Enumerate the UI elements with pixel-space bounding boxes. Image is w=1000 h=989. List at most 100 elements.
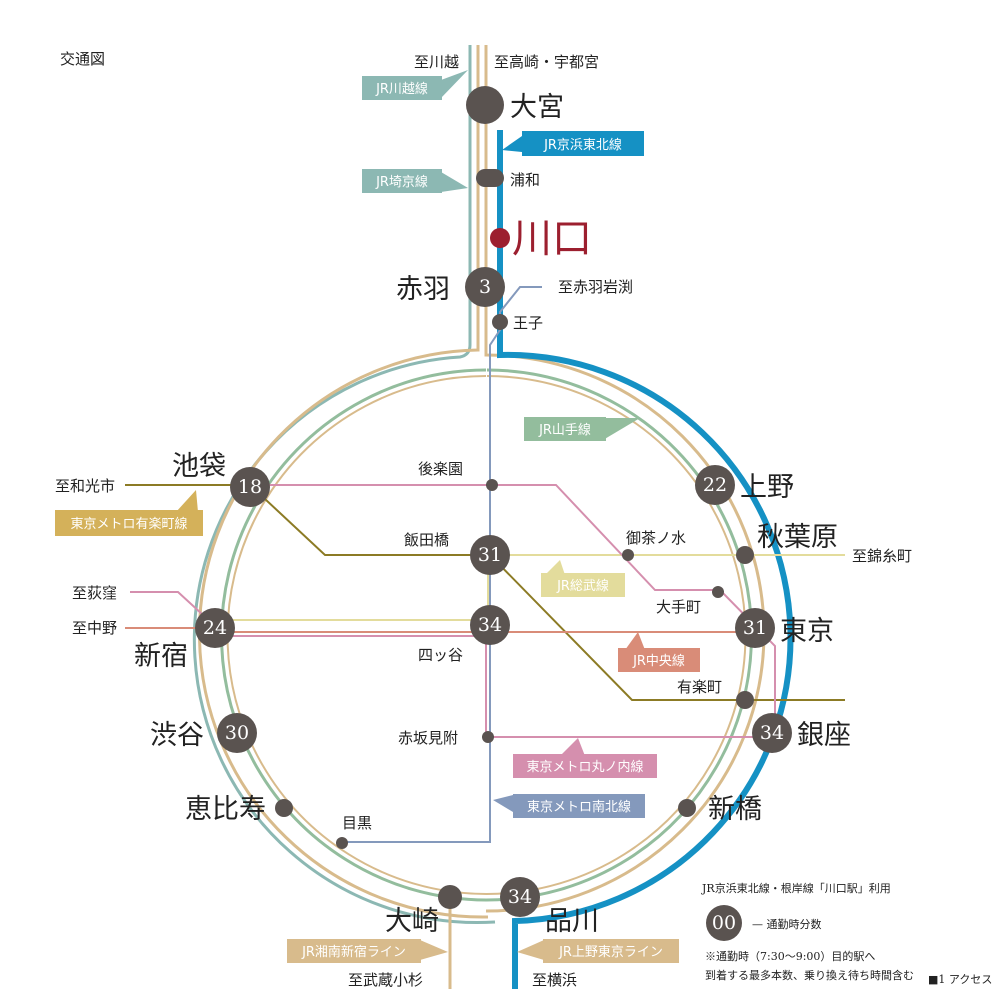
- station-shibuya: [217, 713, 257, 753]
- lines-sobu-label: JR総武線: [556, 578, 609, 594]
- stations-ueno-label: 上野: [740, 472, 794, 503]
- minutes-ikebukuro-label: 18: [238, 476, 262, 498]
- minutes-ueno-label: 22: [703, 474, 727, 496]
- direction-labels: 至川越 至高崎・宇都宮 至赤羽岩渕 至和光市 至錦糸町 至荻窪 至中野 至武蔵小…: [55, 53, 912, 989]
- station-shinagawa: [500, 877, 540, 917]
- callout-shonan: [287, 939, 421, 963]
- lines-kawagoe-label: JR川越線: [375, 81, 428, 97]
- line-keihin: [497, 130, 794, 989]
- stations-meguro-label: 目黒: [342, 814, 372, 832]
- stations-akihabara-label: 秋葉原: [757, 522, 838, 553]
- stations-oji-label: 王子: [513, 314, 543, 332]
- station-ginza: [752, 713, 792, 753]
- minutes-yotsuya-label: 34: [478, 614, 502, 636]
- lines-yurakucho-label: 東京メトロ有楽町線: [70, 516, 187, 532]
- station-shimbashi: [678, 799, 696, 817]
- stations-kawaguchi-label: 川口: [512, 216, 592, 262]
- legend-note1-label: ※通勤時（7:30～9:00）目的駅へ: [705, 949, 875, 963]
- station-osaki: [438, 885, 462, 909]
- station-ochanomizu: [622, 549, 634, 561]
- legend-access-label: ■1 アクセス: [928, 973, 992, 986]
- legend-note2-label: 到着する最多本数、乗り換え待ち時間含む: [705, 968, 914, 982]
- callout-chuo: [618, 648, 700, 672]
- lines-ueno-tokyo-label: JR上野東京ライン: [558, 944, 663, 960]
- minutes-shinagawa-label: 34: [508, 886, 532, 908]
- minutes-shibuya-label: 30: [225, 722, 249, 744]
- callout-marunouchi: [513, 754, 657, 778]
- directions-wakoshi-label: 至和光市: [55, 477, 115, 495]
- stations-omiya-label: 大宮: [510, 92, 564, 123]
- station-ueno: [695, 465, 735, 505]
- lines-keihin-label: JR京浜東北線: [543, 137, 622, 153]
- legend: JR京浜東北線・根岸線「川口駅」利用 00 — 通勤時分数 ※通勤時（7:30～…: [701, 881, 992, 986]
- minutes-shinjuku-label: 24: [203, 617, 227, 639]
- stations-akabane-label: 赤羽: [396, 274, 450, 305]
- legend-sample-icon: [706, 905, 742, 941]
- map-title: 交通図: [60, 50, 105, 68]
- lines-saikyo-label: JR埼京線: [375, 174, 428, 190]
- stations-otemachi-label: 大手町: [656, 598, 701, 616]
- stations-tokyo-label: 東京: [780, 616, 834, 647]
- stations-iidabashi-label: 飯田橋: [404, 531, 449, 549]
- stations-shinagawa-label: 品川: [545, 906, 599, 937]
- lines-chuo-label: JR中央線: [632, 653, 685, 669]
- callout-keihin: [522, 131, 644, 156]
- station-korakuen: [486, 479, 498, 491]
- line-callouts: JR川越線 JR京浜東北線 JR埼京線 JR山手線 東京メトロ有楽町線 JR総武…: [55, 70, 700, 963]
- directions-kinshicho-label: 至錦糸町: [852, 547, 912, 565]
- stations-ikebukuro-label: 池袋: [172, 451, 226, 482]
- callout-sobu: [541, 573, 625, 597]
- legend-sample-label-label: — 通勤時分数: [752, 918, 822, 931]
- station-iidabashi: [470, 535, 510, 575]
- station-meguro: [336, 837, 348, 849]
- directions-kawagoe-label: 至川越: [414, 53, 459, 71]
- directions-nakano-label: 至中野: [72, 619, 117, 637]
- minutes-tokyo-label: 31: [743, 617, 767, 639]
- directions-musashikosugi-label: 至武蔵小杉: [348, 971, 423, 989]
- stations-shinjuku-label: 新宿: [134, 641, 188, 672]
- lines-namboku-label: 東京メトロ南北線: [527, 799, 631, 815]
- stations-yurakucho-label: 有楽町: [677, 678, 722, 696]
- station-akasakamitsuke: [482, 731, 494, 743]
- stations: 大宮 浦和 川口 3 赤羽 王子 18 池袋 後楽園 31 飯田橋 御茶ノ水 22 上野…: [134, 86, 851, 937]
- station-tokyo: [735, 608, 775, 648]
- callout-saikyo: [362, 169, 442, 193]
- station-omiya: [466, 86, 504, 124]
- callout-ueno-tokyo: [543, 939, 679, 963]
- directions-ogikubo-label: 至荻窪: [72, 584, 117, 602]
- station-urawa: [476, 169, 504, 187]
- directions-takasaki-label: 至高崎・宇都宮: [494, 53, 599, 71]
- directions-yokohama-label: 至横浜: [532, 971, 577, 989]
- callout-yamanote: [524, 417, 606, 441]
- stations-akasakamitsuke-label: 赤坂見附: [398, 729, 458, 747]
- station-kawaguchi: [490, 228, 510, 248]
- line-saikyo: [192, 45, 496, 925]
- station-akabane: [465, 267, 505, 307]
- stations-ginza-label: 銀座: [797, 720, 851, 751]
- stations-shibuya-label: 渋谷: [150, 720, 204, 751]
- callout-yurakucho: [55, 510, 203, 536]
- station-ebisu: [275, 799, 293, 817]
- stations-ochanomizu-label: 御茶ノ水: [626, 529, 686, 547]
- lines-yamanote-label: JR山手線: [538, 422, 591, 438]
- minutes-akabane-label: 3: [479, 276, 491, 298]
- legend-sample-label: 00: [712, 912, 736, 934]
- line-yurakucho: [125, 484, 845, 701]
- station-shinjuku: [195, 608, 235, 648]
- station-otemachi: [712, 586, 724, 598]
- station-akihabara: [736, 546, 754, 564]
- station-oji: [492, 314, 508, 330]
- lines-marunouchi-label: 東京メトロ丸ノ内線: [526, 759, 643, 775]
- minutes-ginza-label: 34: [760, 722, 784, 744]
- stations-ebisu-label: 恵比寿: [185, 794, 266, 825]
- directions-akabane-iwabuchi-label: 至赤羽岩渕: [558, 278, 633, 296]
- stations-urawa-label: 浦和: [510, 171, 540, 189]
- station-ikebukuro: [230, 467, 270, 507]
- callout-namboku: [513, 794, 645, 818]
- stations-yotsuya-label: 四ッ谷: [418, 646, 463, 664]
- stations-korakuen-label: 後楽園: [418, 460, 463, 478]
- lines-shonan-label: JR湘南新宿ライン: [301, 944, 406, 960]
- station-yotsuya: [470, 605, 510, 645]
- stations-shimbashi-label: 新橋: [708, 794, 762, 825]
